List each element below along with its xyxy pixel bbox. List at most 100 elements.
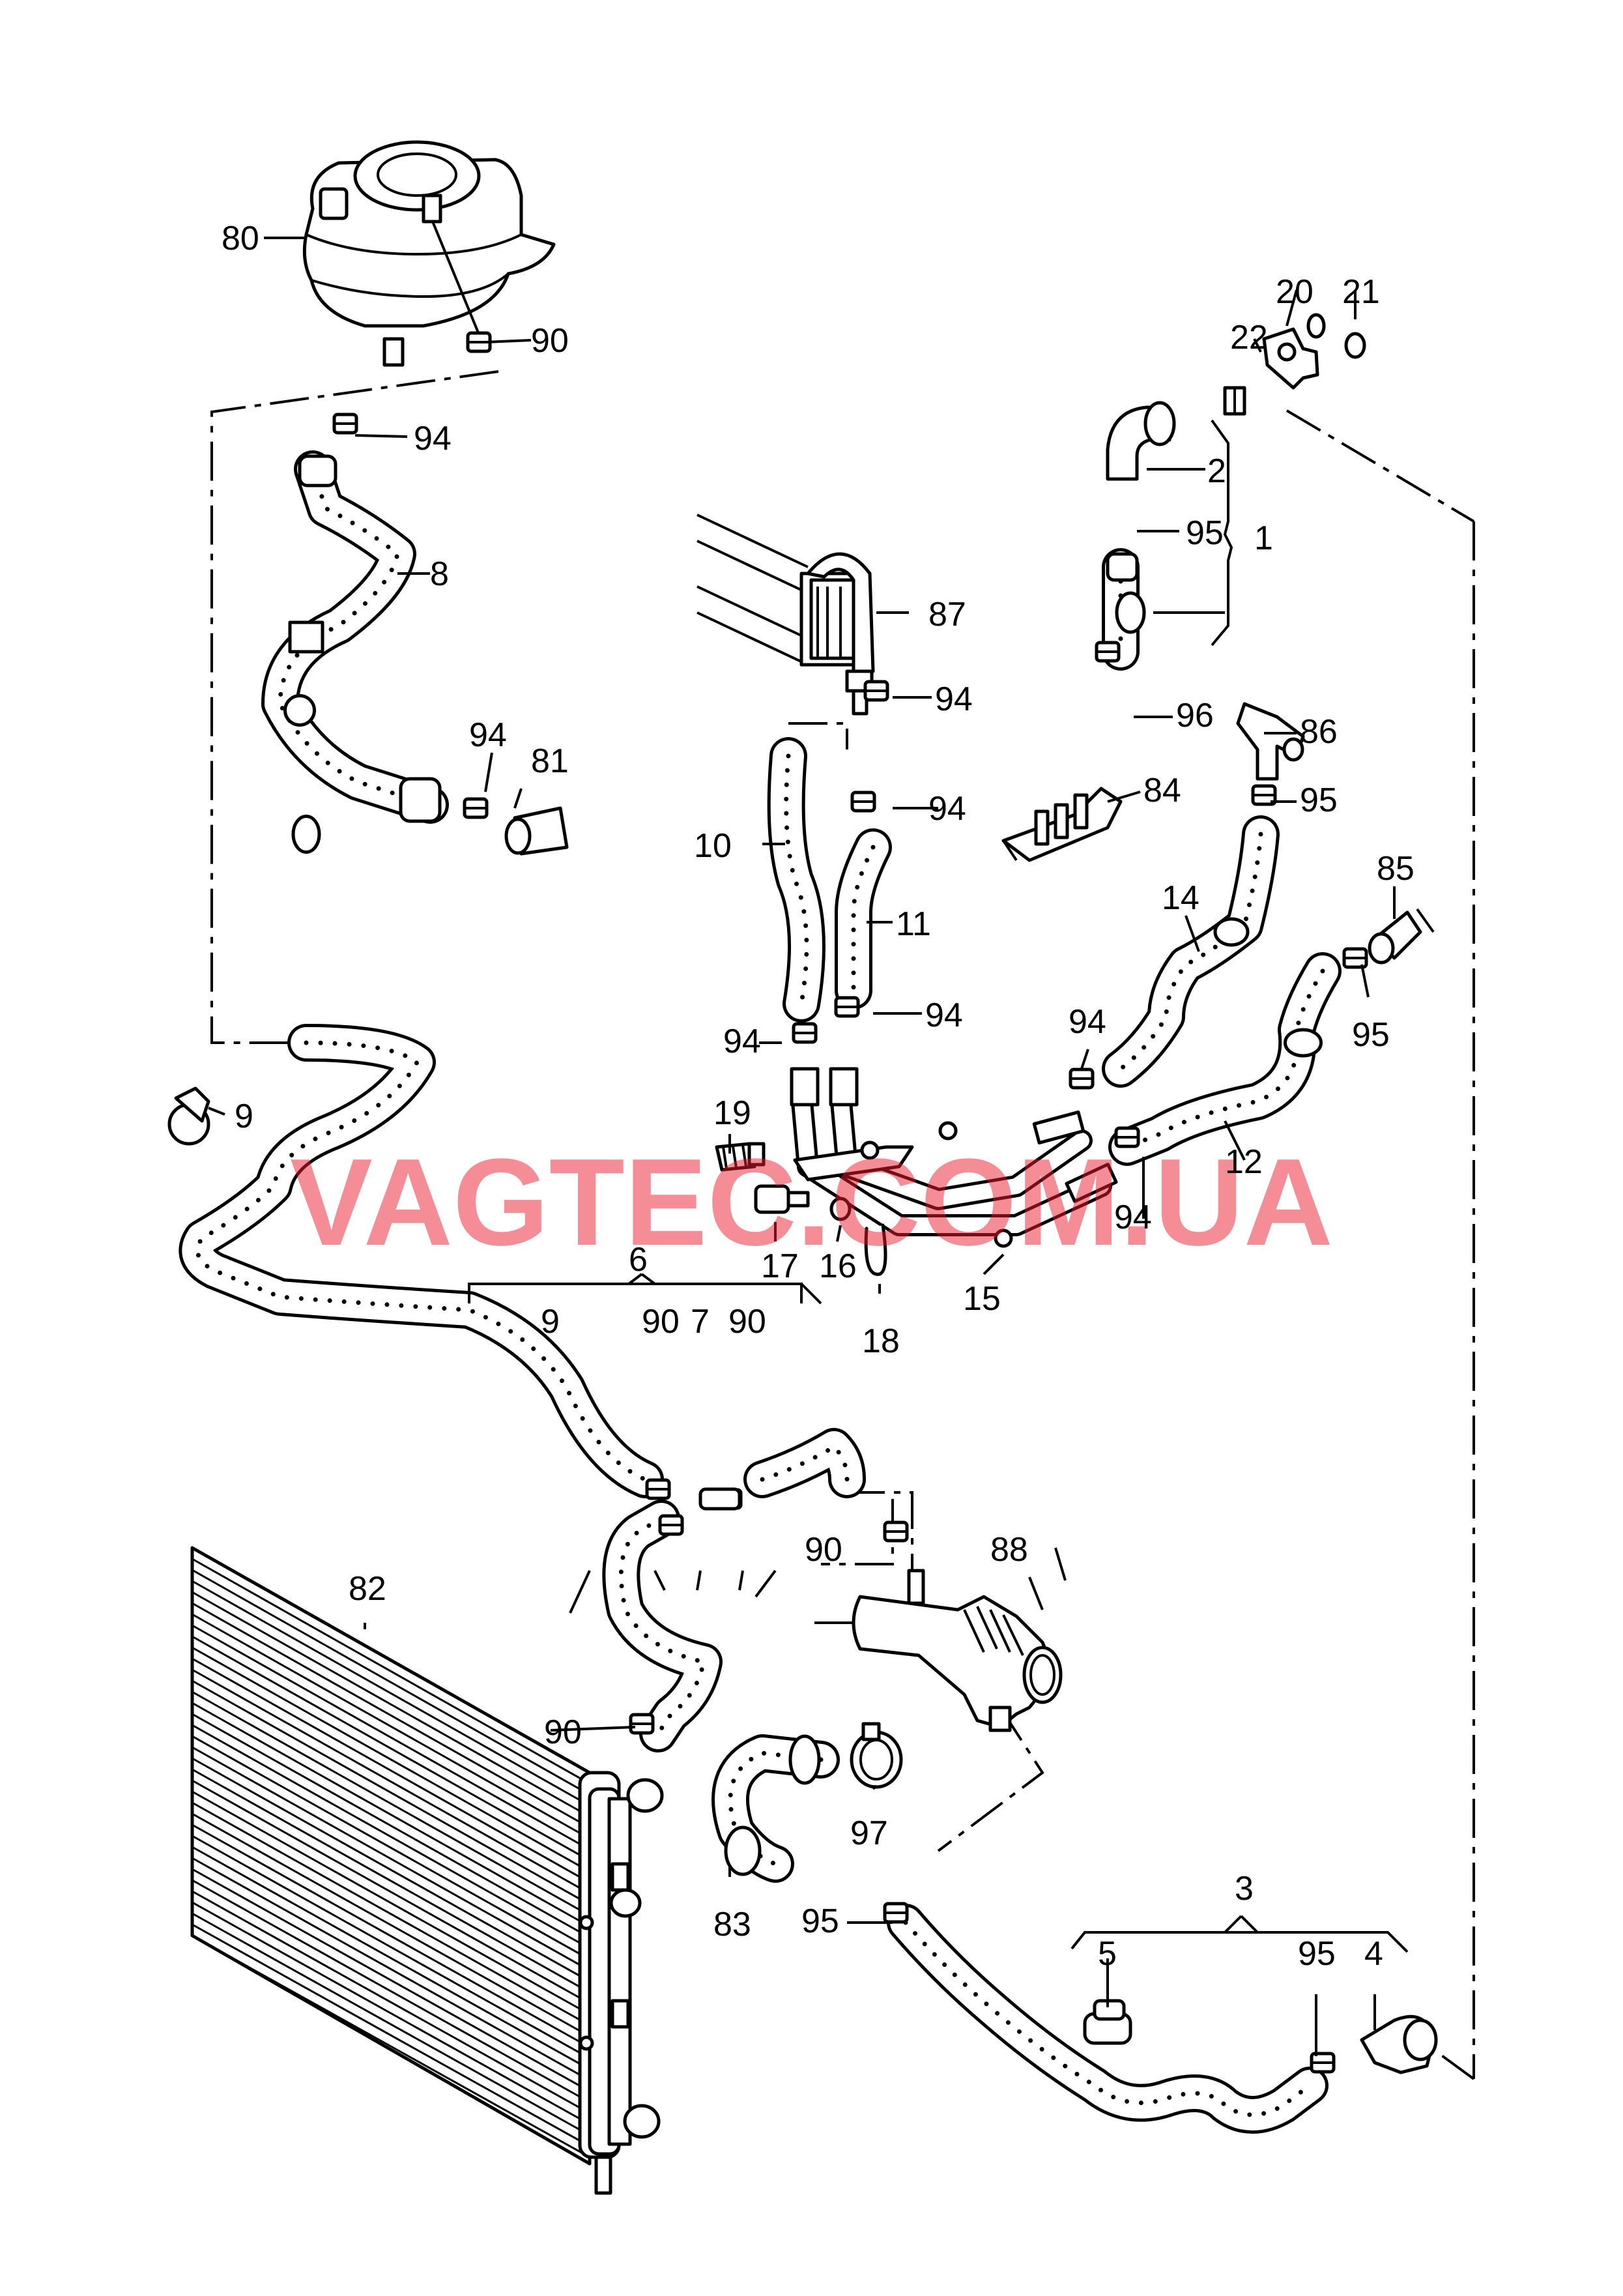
callout-20: 20 xyxy=(1276,273,1314,311)
hose-14-texture xyxy=(1118,832,1263,1071)
radiator-fin xyxy=(192,1635,590,1862)
leader-line xyxy=(738,1570,744,1591)
radiator-fin xyxy=(192,1912,590,2136)
radiator-fin xyxy=(192,1812,590,2037)
radiator-fin xyxy=(192,1879,590,2104)
leader-line xyxy=(872,1784,878,1790)
callout-12: 12 xyxy=(1225,1143,1263,1181)
callout-94: 94 xyxy=(925,996,963,1034)
leader-line xyxy=(1185,915,1200,952)
radiator-fin xyxy=(192,1790,590,2016)
callout-9: 9 xyxy=(235,1097,253,1135)
hose-ring xyxy=(1284,1028,1323,1058)
callout-7: 7 xyxy=(691,1303,710,1341)
radiator-fin xyxy=(192,1768,590,1994)
radiator-fin xyxy=(192,1846,590,2071)
callout-97: 97 xyxy=(850,1814,888,1852)
metal-coolant-pipe xyxy=(790,1067,1118,1248)
callout-90: 90 xyxy=(531,322,569,360)
hose-1-top xyxy=(1106,552,1139,582)
radiator-fin xyxy=(192,1713,590,1939)
radiator-fin xyxy=(192,1679,590,1906)
hose-11-body xyxy=(837,832,889,1006)
callout-18: 18 xyxy=(862,1322,900,1360)
hose-8-end xyxy=(399,777,442,823)
callout-95: 95 xyxy=(801,1902,839,1940)
callout-86: 86 xyxy=(1300,713,1338,751)
leader-line xyxy=(654,1570,666,1591)
callout-94: 94 xyxy=(928,790,966,828)
connector-7 xyxy=(698,1487,741,1511)
radiator-fin xyxy=(192,1591,590,1818)
radiator-fin xyxy=(192,1702,590,1928)
callout-84: 84 xyxy=(1143,772,1181,809)
group-brackets xyxy=(468,419,1409,1953)
callout-90: 90 xyxy=(544,1713,582,1751)
callout-94: 94 xyxy=(469,716,507,754)
leader-line xyxy=(485,339,532,343)
leader-line xyxy=(1054,1547,1067,1581)
callout-94: 94 xyxy=(935,680,973,718)
callout-95: 95 xyxy=(1186,514,1224,552)
callout-88: 88 xyxy=(990,1531,1028,1569)
callout-19: 19 xyxy=(713,1094,751,1132)
callout-96: 96 xyxy=(1176,697,1214,734)
radiator-fin xyxy=(192,1668,590,1895)
sensor-and-clips xyxy=(715,1142,887,1276)
callout-9: 9 xyxy=(541,1303,560,1341)
hose-8-top xyxy=(298,454,338,487)
callout-11: 11 xyxy=(896,905,931,943)
routing-lines xyxy=(210,370,1475,2080)
callout-87: 87 xyxy=(928,596,966,633)
hose-ring xyxy=(1115,591,1146,634)
radiator-fin xyxy=(192,1558,590,1785)
callout-3: 3 xyxy=(1235,1870,1254,1908)
callout-81: 81 xyxy=(531,742,569,780)
hose-9-texture xyxy=(195,1040,648,1482)
leader-line xyxy=(550,1726,636,1732)
leader-line xyxy=(484,752,493,792)
hose-7-upper-texture xyxy=(760,1444,850,1482)
radiator-fin xyxy=(192,1779,590,2005)
radiator-fin xyxy=(192,1890,590,2114)
radiator-fin xyxy=(192,1934,590,2158)
leader-line xyxy=(208,1107,225,1116)
callout-90: 90 xyxy=(642,1303,680,1341)
hose-8-texture xyxy=(278,467,433,807)
radiator-fin xyxy=(192,1868,590,2093)
callout-83: 83 xyxy=(713,1906,751,1943)
radiator-fin xyxy=(192,1824,590,2048)
callout-94: 94 xyxy=(414,420,452,458)
radiator-fin xyxy=(192,1901,590,2125)
callout-6: 6 xyxy=(629,1241,648,1279)
radiator-fin xyxy=(192,1613,590,1840)
radiator-fin xyxy=(192,1602,590,1829)
hose-3-texture xyxy=(903,1920,1312,2117)
callout-22: 22 xyxy=(1230,319,1268,356)
connectors xyxy=(167,313,1438,2074)
coolant-hoses xyxy=(179,450,1342,2134)
radiator-fin xyxy=(192,1691,590,1917)
radiator-fin xyxy=(192,1746,590,1971)
leader-line xyxy=(754,1569,777,1598)
callout-8: 8 xyxy=(430,555,449,593)
radiator-fin xyxy=(192,1857,590,2082)
hose-ring xyxy=(283,694,316,727)
callout-95: 95 xyxy=(1352,1016,1390,1054)
radiator-fin xyxy=(192,1547,590,1774)
callout-94: 94 xyxy=(723,1023,761,1060)
callout-14: 14 xyxy=(1162,879,1199,917)
callout-94: 94 xyxy=(1114,1199,1152,1236)
callout-17: 17 xyxy=(761,1247,799,1285)
hose-ring xyxy=(291,815,321,854)
callout-10: 10 xyxy=(694,827,732,865)
callout-5: 5 xyxy=(1098,1935,1117,1973)
radiator-fin xyxy=(192,1580,590,1807)
callout-95: 95 xyxy=(1298,1935,1336,1973)
hose-8-collar xyxy=(288,620,324,654)
callout-21: 21 xyxy=(1342,273,1380,311)
callout-15: 15 xyxy=(963,1280,1001,1318)
heater-core xyxy=(697,514,875,716)
